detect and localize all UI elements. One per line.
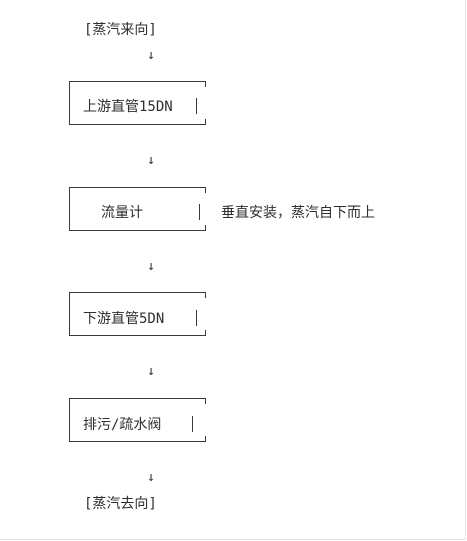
flowmeter-label: 流量计	[101, 205, 143, 221]
steam-outlet-label: [蒸汽去向]	[84, 496, 157, 512]
flowmeter-box	[69, 187, 206, 231]
upstream-pipe-box	[69, 81, 206, 125]
downstream-pipe-label: 下游直管5DN	[83, 311, 165, 327]
downstream-pipe-box	[69, 292, 206, 336]
arrow-down-icon: ↓	[147, 259, 155, 274]
upstream-pipe-label: 上游直管15DN	[83, 99, 173, 115]
arrow-down-icon: ↓	[147, 153, 155, 168]
arrow-down-icon: ↓	[147, 364, 155, 379]
box-right-bar	[196, 310, 197, 326]
arrow-down-icon: ↓	[147, 470, 155, 485]
drain-valve-label: 排污/疏水阀	[83, 417, 162, 433]
box-right-bar	[192, 416, 193, 432]
flowmeter-install-note: 垂直安装，蒸汽自下而上	[221, 205, 375, 221]
drain-valve-box	[69, 398, 206, 442]
arrow-down-icon: ↓	[147, 48, 155, 63]
box-right-bar	[196, 98, 197, 114]
steam-inlet-label: [蒸汽来向]	[84, 22, 157, 38]
box-right-bar	[199, 204, 200, 220]
